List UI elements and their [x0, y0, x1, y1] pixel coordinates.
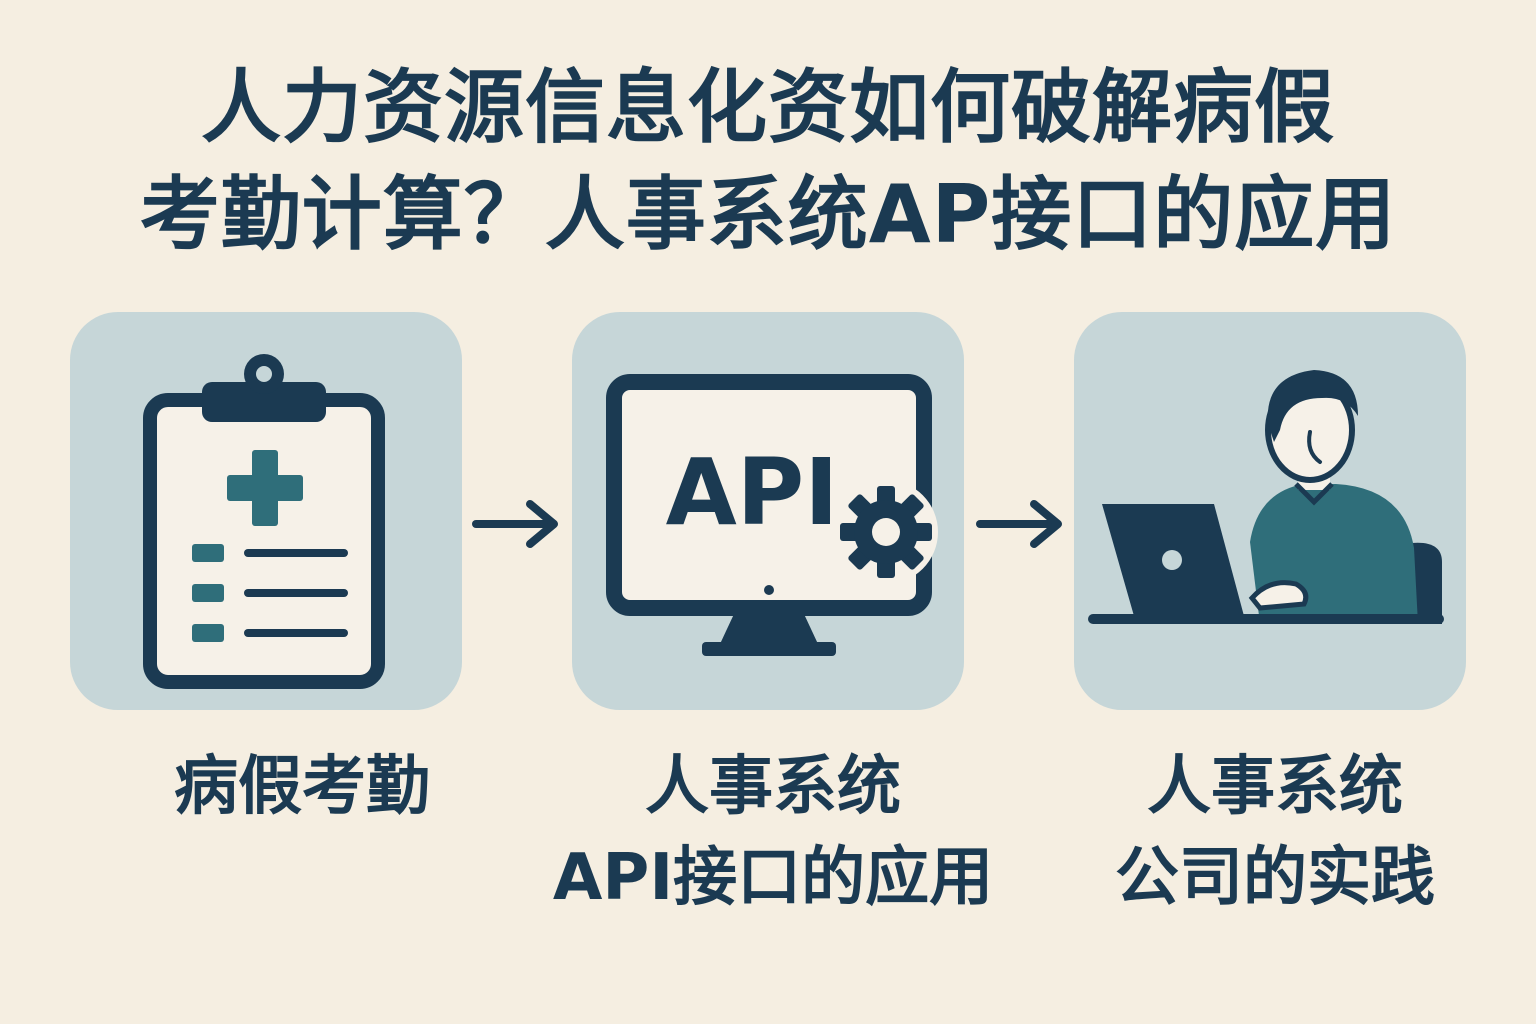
monitor-api-gear-icon: API	[606, 374, 938, 656]
step-tile-sick-leave	[70, 312, 462, 710]
arrow-right-icon	[472, 500, 558, 548]
step-tile-api: API	[572, 312, 964, 710]
clipboard-medical-icon	[143, 354, 385, 689]
page-title-line-1: 人力资源信息化资如何破解病假	[201, 61, 1335, 154]
step-caption-api-line-2: API接口的应用	[552, 841, 994, 915]
person-laptop-icon	[1088, 370, 1444, 624]
step-tile-company-practice	[1074, 312, 1466, 710]
monitor-screen-text: API	[666, 439, 839, 546]
step-caption-practice-line-1: 人事系统	[1147, 750, 1403, 824]
gear-icon	[834, 480, 938, 584]
step-caption-practice-line-2: 公司的实践	[1115, 841, 1435, 915]
page-title-line-2: 考勤计算？人事系统AP接口的应用	[139, 168, 1397, 261]
step-caption-sick-leave: 病假考勤	[174, 750, 430, 824]
step-caption-api-line-1: 人事系统	[645, 750, 901, 824]
arrow-right-icon	[976, 500, 1062, 548]
